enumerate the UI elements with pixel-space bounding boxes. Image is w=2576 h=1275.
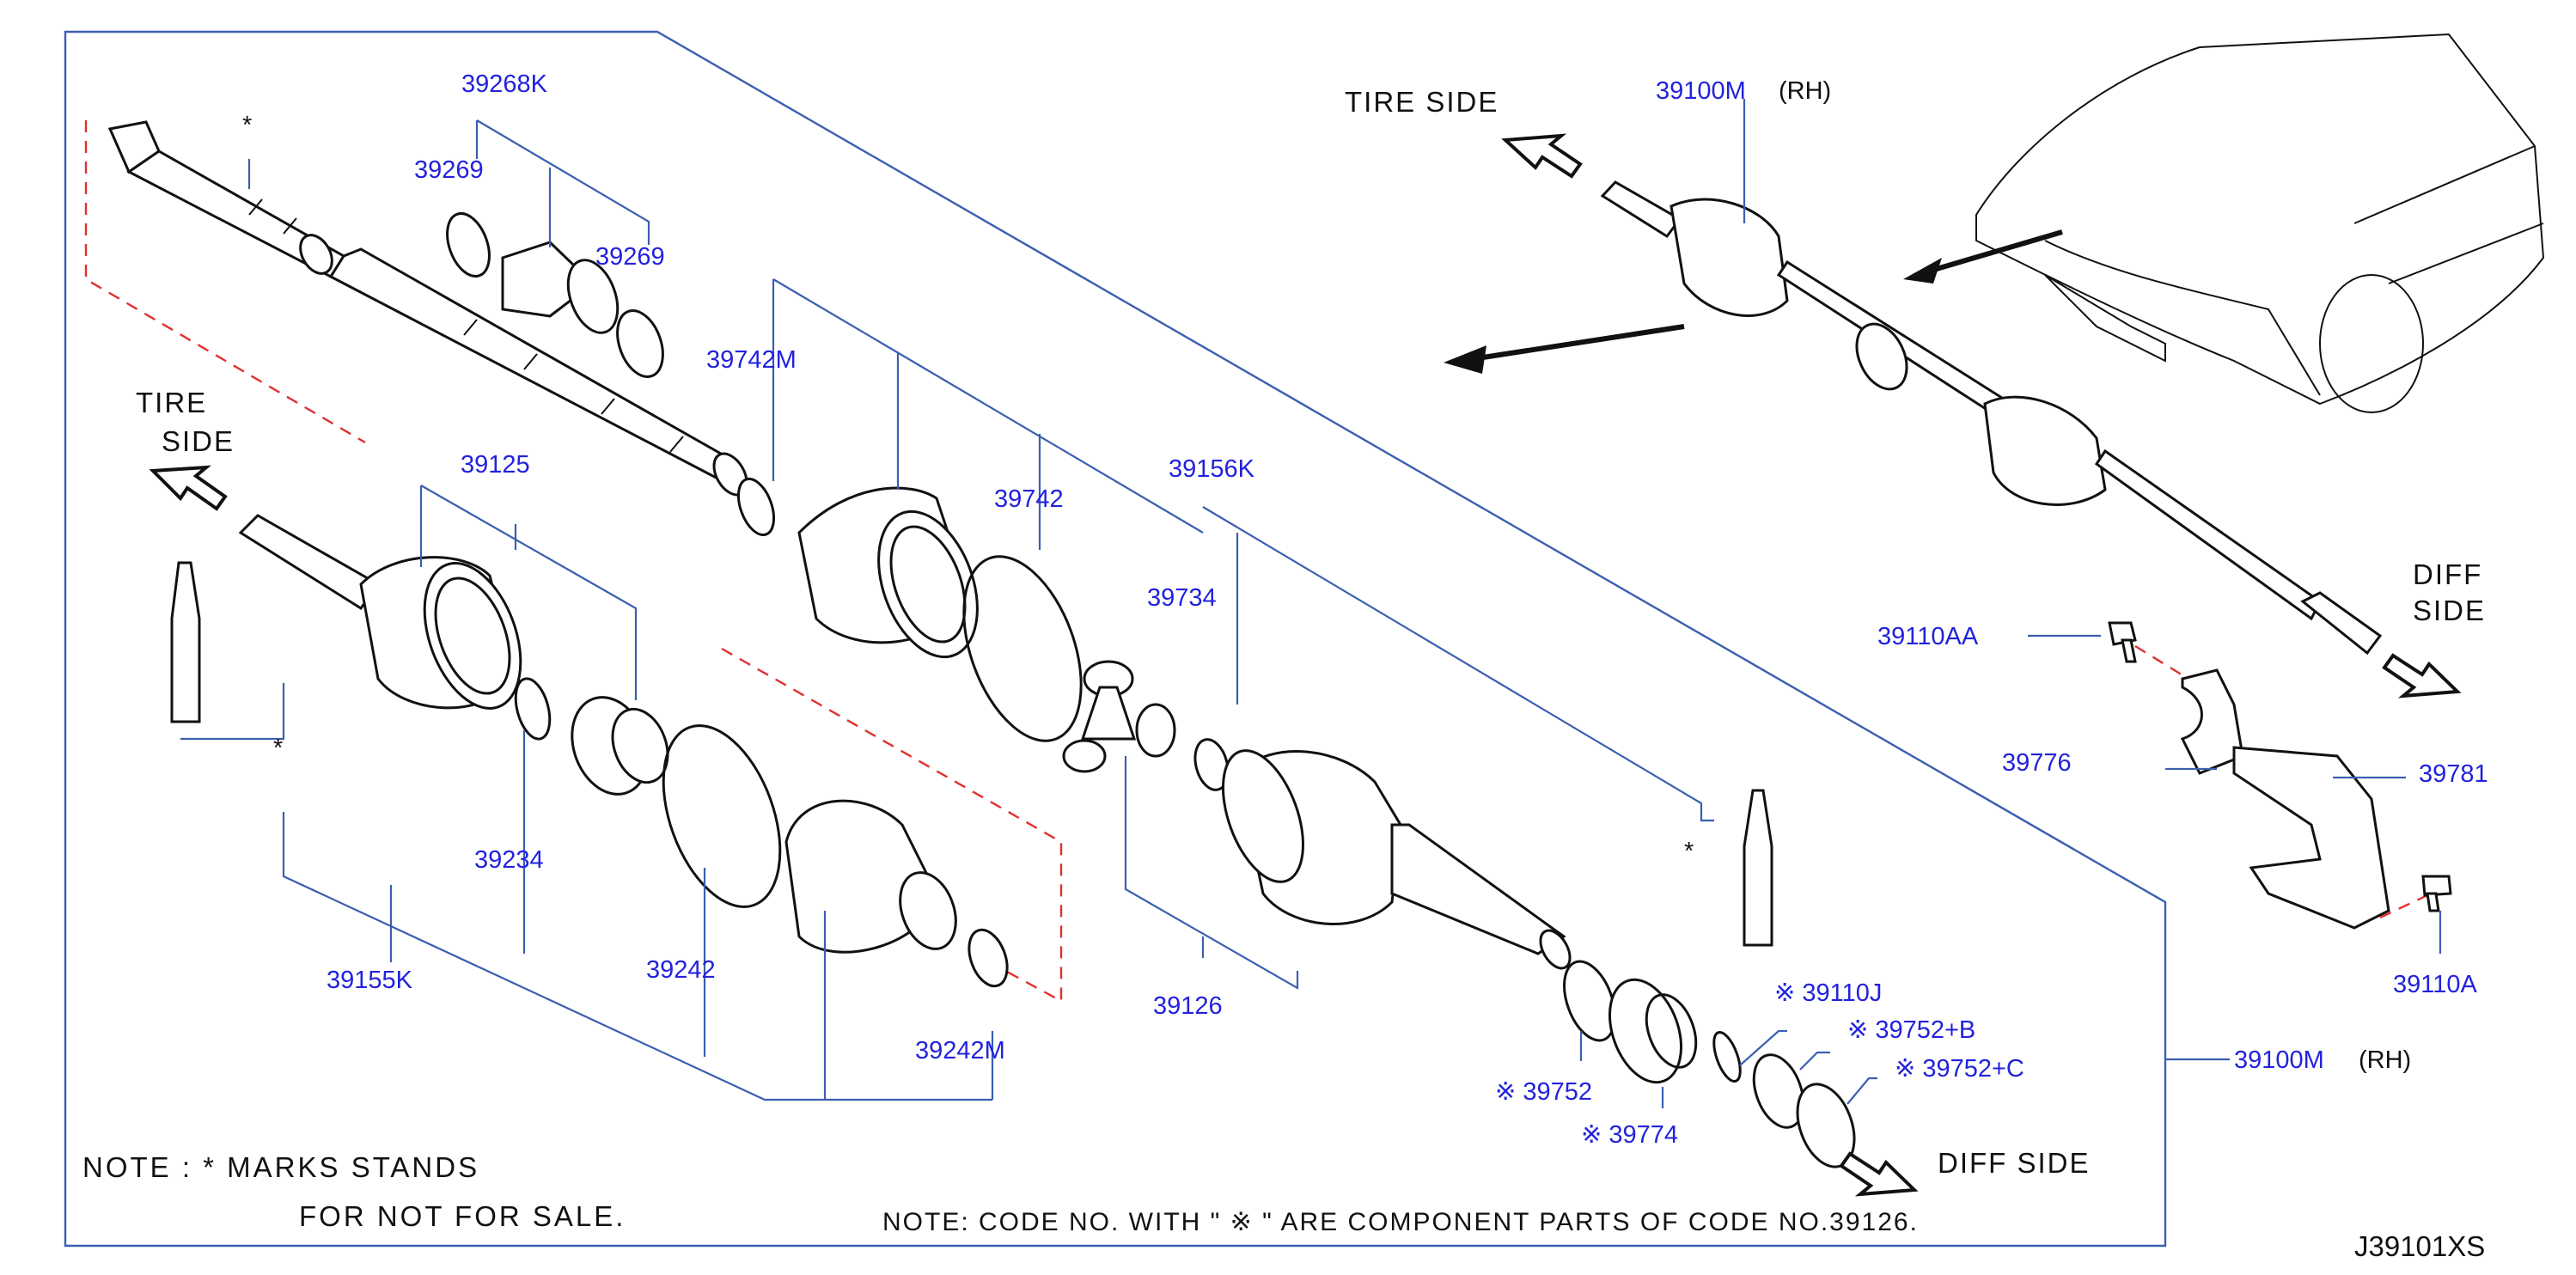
tripod-spider	[1062, 660, 1230, 791]
label-39126: 39126	[1153, 992, 1223, 1020]
tire-side-top: TIRE SIDE	[1345, 86, 1499, 118]
diff-side-arrow-bottom	[1839, 1151, 1919, 1197]
leader-lines	[180, 99, 2442, 1108]
snap-ring-39110J	[1712, 1031, 1742, 1083]
guide-dash-mid	[721, 647, 1063, 1004]
label-39110A: 39110A	[2393, 971, 2477, 998]
bearing-39774	[1608, 978, 1698, 1084]
label-39110AA: 39110AA	[1877, 623, 1979, 650]
boot-39742M	[736, 477, 979, 659]
star-mark-shaft: *	[242, 112, 252, 139]
band-39242	[662, 724, 782, 908]
seal-39752	[1563, 960, 1616, 1042]
label-39156K: 39156K	[1169, 455, 1255, 483]
label-39752C: ※ 39752+C	[1895, 1055, 2024, 1083]
diff-side-bottom: DIFF SIDE	[1938, 1147, 2091, 1179]
label-39100M-top: 39100M	[1656, 77, 1746, 105]
tire-side-left-line2: SIDE	[162, 425, 235, 457]
snap-ring-39234	[514, 677, 552, 741]
grease-bottle-left	[170, 561, 201, 723]
boot-lower	[784, 799, 1009, 988]
grease-bottle-right	[1743, 789, 1773, 947]
guide-dash-bolt2	[2379, 888, 2441, 919]
label-39774: ※ 39774	[1581, 1121, 1678, 1149]
label-39734: 39734	[1147, 584, 1217, 612]
label-39234: 39234	[474, 846, 544, 874]
vehicle-outline	[1975, 33, 2545, 413]
label-39155K: 39155K	[327, 967, 413, 994]
label-39110J: ※ 39110J	[1774, 979, 1882, 1007]
notes: NOTE : * MARKS STANDS FOR NOT FOR SALE. …	[82, 1151, 2485, 1262]
inner-shaft	[107, 120, 748, 497]
pointer-arrow-1	[1915, 229, 2063, 278]
label-39781: 39781	[2419, 760, 2488, 788]
pointer-arrow-2-head	[1444, 345, 1486, 374]
label-rh-top: (RH)	[1779, 77, 1831, 105]
drive-shaft-assembly	[1600, 180, 2383, 656]
label-39752: ※ 39752	[1495, 1078, 1592, 1106]
diff-side-arrow-right	[2382, 653, 2462, 699]
label-39125: 39125	[461, 451, 530, 479]
label-39742M: 39742M	[706, 346, 797, 374]
label-39242: 39242	[646, 956, 716, 984]
direction-labels: TIRE SIDE TIRE SIDE DIFF SIDE DIFF SIDE	[136, 86, 2486, 1179]
part-labels: 39268K 39269 39269 39742M 39742 39156K 3…	[242, 70, 2488, 1149]
diagram-code: J39101XS	[2354, 1230, 2485, 1262]
inner-race	[571, 696, 669, 796]
boot-39268K	[446, 212, 664, 378]
label-rh-side: (RH)	[2359, 1046, 2411, 1074]
note-star-line1: NOTE : * MARKS STANDS	[82, 1151, 479, 1183]
label-39752B: ※ 39752+B	[1847, 1016, 1975, 1044]
bolt-39110AA	[2108, 621, 2137, 663]
label-39776: 39776	[2002, 749, 2072, 777]
tire-side-arrow-top	[1501, 133, 1583, 179]
star-mark-bottle-right: *	[1684, 838, 1694, 865]
bracket-39781	[2232, 746, 2390, 930]
note-star-line2: FOR NOT FOR SALE.	[299, 1200, 626, 1232]
label-39100M-side: 39100M	[2234, 1046, 2324, 1074]
diagram-frame	[64, 30, 2167, 1248]
washer-39752B	[1752, 1053, 1805, 1129]
pointer-arrow-1-head	[1903, 258, 1942, 284]
label-39269b: 39269	[595, 243, 665, 271]
label-39242M: 39242M	[915, 1037, 1005, 1065]
pointer-arrow-2	[1460, 324, 1685, 363]
label-39268K: 39268K	[461, 70, 548, 98]
label-39269a: 39269	[414, 156, 484, 184]
guide-dash-bolt1	[2134, 644, 2192, 682]
tire-side-arrow-left	[149, 465, 228, 511]
band-39742	[962, 555, 1083, 742]
tire-side-left-line1: TIRE	[136, 387, 207, 418]
label-39742: 39742	[994, 485, 1064, 513]
guide-dash-top	[84, 120, 366, 444]
diff-side-right-line2: SIDE	[2413, 595, 2486, 626]
outer-joint-39125	[238, 514, 522, 710]
diff-side-right-line1: DIFF	[2413, 558, 2482, 590]
note-code: NOTE: CODE NO. WITH " ※ " ARE COMPONENT …	[882, 1208, 1919, 1236]
bolt-39110A	[2421, 875, 2452, 912]
housing-39126	[1222, 749, 1572, 970]
star-mark-bottle-left: *	[273, 735, 283, 762]
